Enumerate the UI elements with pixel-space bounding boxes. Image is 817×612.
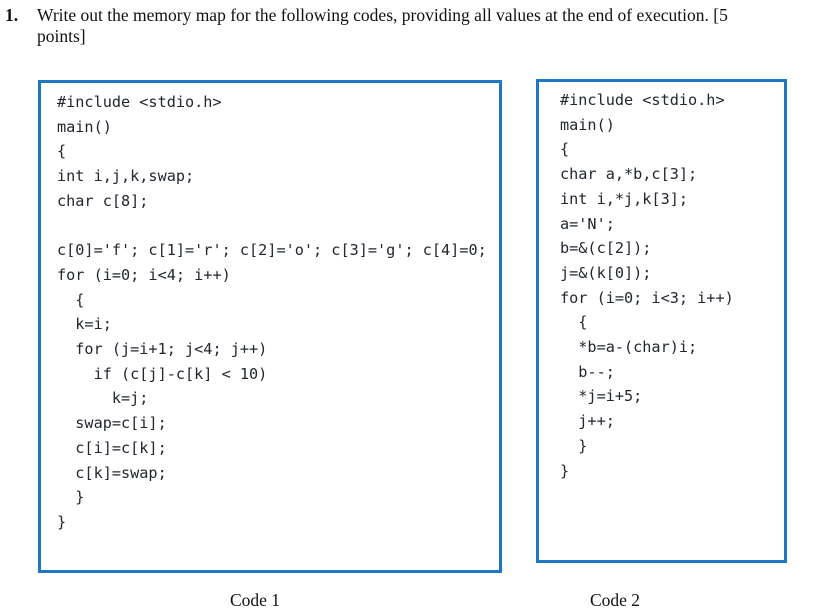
question-text-line-1: Write out the memory map for the followi…	[37, 5, 728, 25]
question-number: 1.	[5, 5, 19, 25]
question-heading: 1. Write out the memory map for the foll…	[5, 5, 728, 47]
code1-box: #include <stdio.h> main() { int i,j,k,sw…	[38, 80, 502, 573]
code1-label: Code 1	[229, 590, 281, 610]
code2-label: Code 2	[589, 590, 641, 610]
question-text-line-2: points]	[37, 26, 86, 46]
question-text: Write out the memory map for the followi…	[37, 5, 728, 47]
code1-source: #include <stdio.h> main() { int i,j,k,sw…	[57, 93, 487, 531]
code2-box: #include <stdio.h> main() { char a,*b,c[…	[536, 79, 787, 563]
code2-source: #include <stdio.h> main() { char a,*b,c[…	[560, 91, 734, 480]
